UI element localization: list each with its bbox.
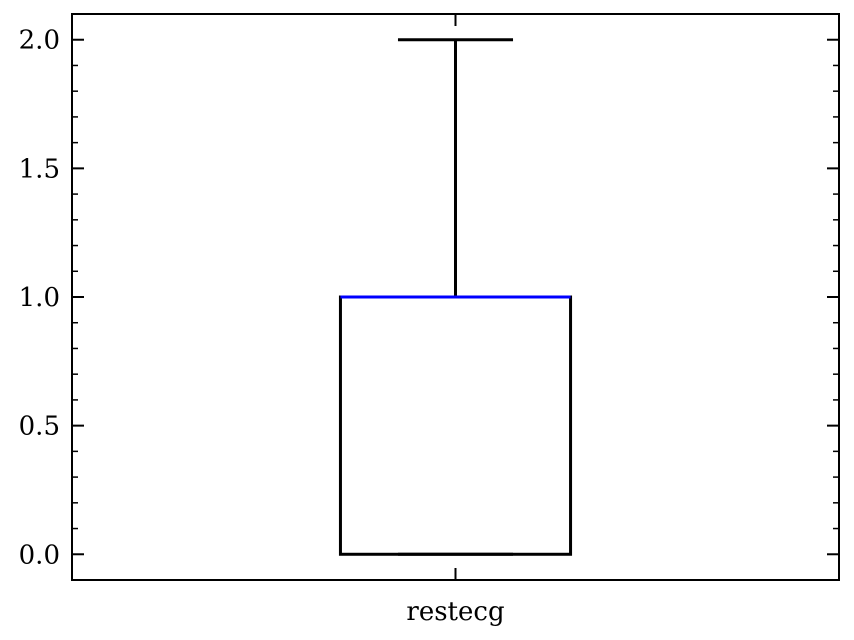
y-tick-label: 2.0 — [19, 26, 60, 56]
y-tick-label: 0.0 — [19, 540, 60, 570]
y-tick-label: 0.5 — [19, 412, 60, 442]
x-axis: restecg — [406, 14, 505, 627]
y-tick-label: 1.0 — [19, 283, 60, 313]
boxes — [338, 38, 573, 556]
x-tick-label: restecg — [406, 597, 504, 627]
box-iqr — [338, 295, 573, 556]
y-tick-label: 1.5 — [19, 154, 60, 184]
y-axis: 0.0 0.5 1.0 1.5 2.0 — [19, 13, 839, 581]
